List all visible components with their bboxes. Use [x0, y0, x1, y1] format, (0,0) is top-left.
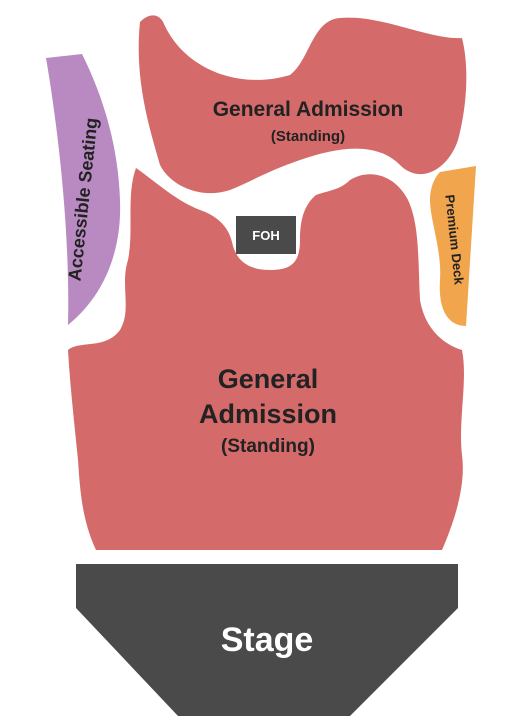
ga-main-subtitle: (Standing) — [221, 436, 315, 457]
foh-shape — [236, 216, 296, 254]
ga-upper-subtitle: (Standing) — [271, 128, 345, 145]
ga-upper-title: General Admission — [213, 98, 404, 121]
section-general-admission-main[interactable]: General Admission (Standing) — [68, 168, 464, 550]
section-premium-deck[interactable]: Premium Deck — [430, 166, 476, 326]
stage: Stage — [76, 564, 458, 716]
ga-upper-shape[interactable] — [138, 15, 467, 194]
accessible-seating-shape[interactable] — [46, 54, 121, 325]
ga-main-shape[interactable] — [68, 168, 464, 550]
section-accessible-seating[interactable]: Accessible Seating — [46, 54, 121, 325]
stage-label: Stage — [221, 621, 314, 659]
section-general-admission-upper[interactable]: General Admission (Standing) — [138, 15, 467, 194]
foh-label: FOH — [252, 228, 279, 243]
ga-main-title-line2: Admission — [199, 399, 337, 429]
ga-main-title-line1: General — [218, 364, 319, 394]
stage-shape — [76, 564, 458, 716]
premium-deck-shape[interactable] — [430, 166, 476, 326]
foh-booth: FOH — [236, 216, 296, 254]
